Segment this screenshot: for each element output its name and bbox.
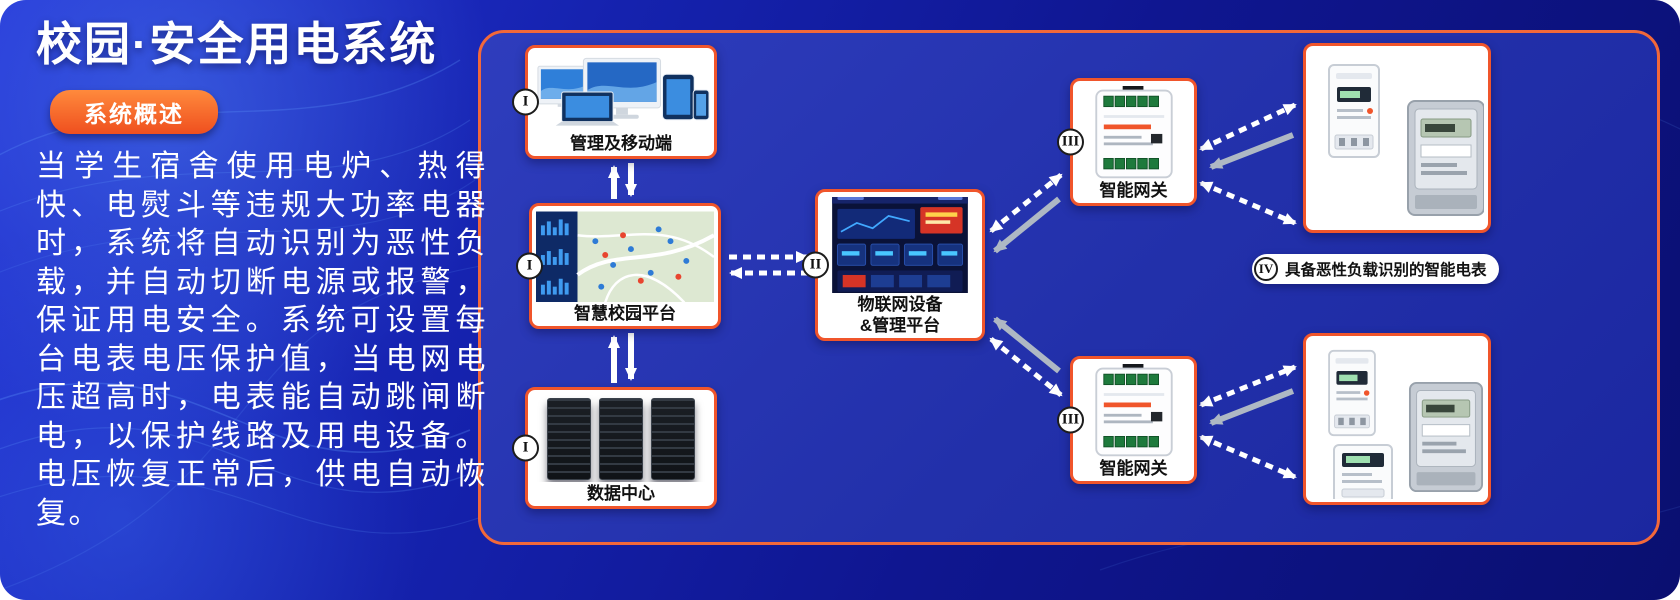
numeral-badge-5: III	[1057, 128, 1084, 156]
din-meter-icon	[1326, 349, 1378, 442]
gateway-illustration	[1077, 364, 1190, 457]
system-diagram-panel: I	[478, 30, 1660, 545]
numeral-badge-3: I	[512, 434, 539, 462]
gateway-illustration	[1077, 86, 1190, 179]
kwh-meter-icon	[1406, 99, 1484, 222]
smart-meter-caption: IV 具备恶性负载识别的智能电表	[1252, 254, 1499, 284]
node-label-gateway-top: 智能网关	[1099, 181, 1168, 200]
node-iot-platform: II	[802, 189, 985, 341]
numeral-badge-7: IV	[1254, 257, 1278, 281]
smart-meters-illustration	[1310, 51, 1484, 227]
node-label-iot-line2: &管理平台	[859, 316, 941, 335]
node-smart-meters-top	[1303, 43, 1491, 233]
intro-panel: 校园·安全用电系统 系统概述 当学生宿舍使用电炉、热得快、电熨斗等违规大功率电器…	[36, 8, 488, 533]
node-smart-gateway-top: III 智能网关	[1057, 78, 1197, 206]
numeral-badge-2: I	[516, 252, 543, 280]
node-data-center: I 数据中心	[512, 387, 717, 509]
server-racks-illustration	[532, 395, 710, 482]
node-label-management: 管理及移动端	[570, 134, 672, 153]
din-meter-icon	[1332, 443, 1394, 499]
node-smart-meters-bottom	[1303, 333, 1491, 505]
overview-badge: 系统概述	[50, 90, 218, 134]
kwh-meter-icon	[1408, 381, 1484, 498]
campus-dashboard-illustration	[536, 211, 714, 302]
node-label-iot-line1: 物联网设备	[857, 295, 943, 314]
page-title: 校园·安全用电系统	[36, 18, 438, 70]
smart-meters-illustration	[1310, 341, 1484, 499]
node-label-gateway-bottom: 智能网关	[1099, 459, 1168, 478]
node-smart-gateway-bottom: III 智能网关	[1057, 356, 1197, 484]
node-label-campus: 智慧校园平台	[574, 304, 676, 323]
server-rack	[599, 397, 643, 480]
node-label-datacenter: 数据中心	[587, 484, 655, 503]
node-campus-platform: I 智慧校园平台	[516, 203, 721, 329]
server-rack	[547, 397, 591, 480]
overview-text: 当学生宿舍使用电炉、热得快、电熨斗等违规大功率电器时，系统将自动识别为恶性负载，…	[36, 150, 488, 530]
numeral-badge-6: III	[1057, 406, 1084, 434]
numeral-badge-4: II	[802, 251, 829, 279]
numeral-badge-1: I	[512, 88, 539, 116]
smart-meter-caption-label: 具备恶性负载识别的智能电表	[1285, 262, 1487, 279]
server-rack	[651, 397, 695, 480]
iot-dashboard-illustration	[822, 197, 978, 293]
devices-illustration	[532, 53, 710, 132]
din-meter-icon	[1326, 63, 1382, 164]
node-management-terminals: I	[512, 45, 717, 159]
